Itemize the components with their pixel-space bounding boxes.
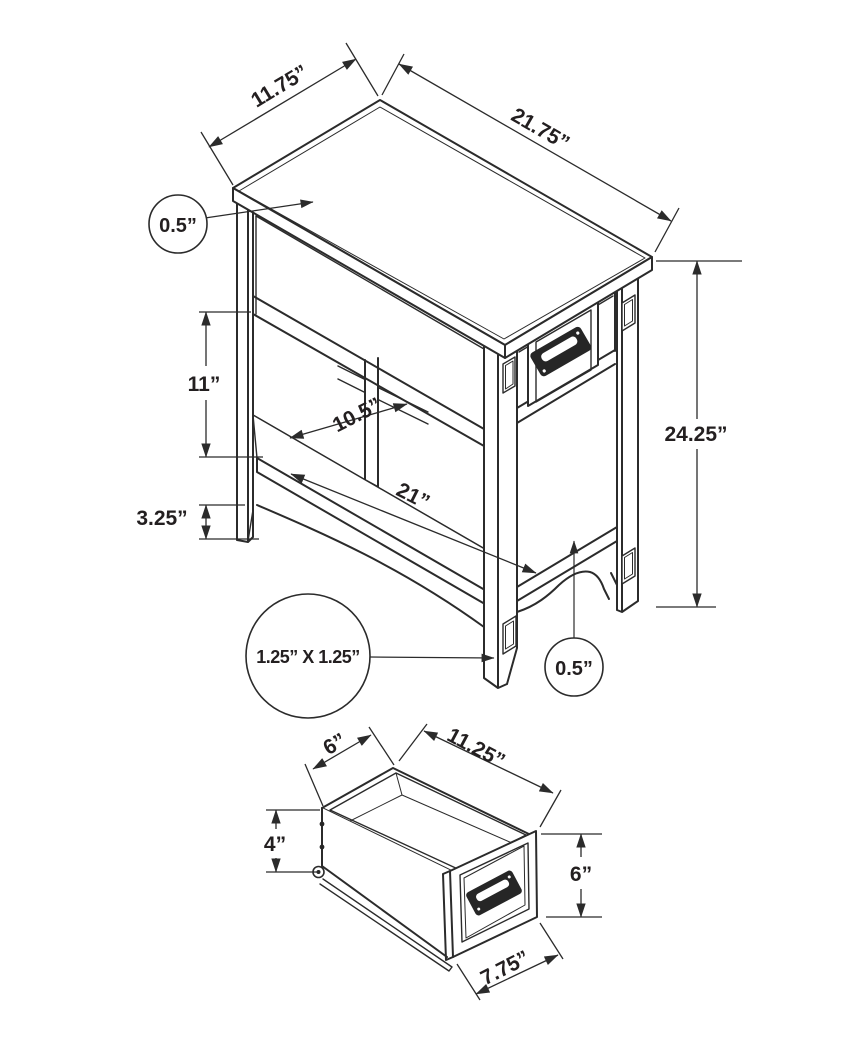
tabletop-edge-right	[504, 256, 653, 359]
dim-overall-height: 24.25”	[656, 260, 742, 608]
drawer-handle	[530, 326, 592, 377]
handle-screw-icon	[576, 331, 580, 335]
handle-screw-icon	[507, 875, 511, 879]
dim-drawer-front-height: 6”	[541, 833, 602, 918]
dim-drawer-side-height: 4”	[264, 809, 320, 873]
drawer-left-wall	[321, 807, 448, 958]
dim-overall-height-label: 24.25”	[664, 423, 727, 446]
dim-rail-to-shelf: 11”	[188, 311, 263, 458]
drawer-left-wall-fill	[322, 808, 462, 960]
drawer-panel-frame	[459, 842, 530, 943]
callout-leg-section: 1.25” X 1.25”	[245, 593, 495, 719]
dim-drawer-inside-depth-label: 6”	[319, 729, 350, 760]
right-leg	[610, 277, 639, 613]
handle-screw-icon	[542, 369, 546, 373]
drawer-slide-rail	[319, 878, 453, 972]
skirt-arch-right	[516, 570, 610, 613]
rivet-icon	[319, 821, 325, 827]
handle-slot	[476, 879, 510, 902]
left-leg	[236, 202, 254, 543]
left-leg-foot-taper	[247, 509, 254, 542]
rail-left-face	[252, 295, 485, 447]
dim-drawer-inside-length-label: 11.25”	[443, 724, 508, 773]
callout-shelf-thickness-label: 0.5”	[555, 658, 593, 680]
dim-foot-height: 3.25”	[136, 504, 259, 540]
back-rail-left-segment	[337, 365, 365, 393]
front-leg-tenon-lower-inner	[505, 620, 514, 650]
dim-rail-to-shelf-label: 11”	[188, 373, 221, 396]
drawer-front-inner-frame	[535, 309, 592, 403]
callout-shelf-thickness: 0.5”	[544, 540, 604, 697]
callout-top-thickness-label: 0.5”	[159, 215, 197, 237]
left-leg-fill	[237, 203, 253, 540]
drawer-panel-recess	[463, 845, 526, 939]
right-leg-tenon-upper-inner	[624, 299, 633, 327]
apron-top-left	[255, 215, 485, 350]
rivet-icon	[319, 844, 325, 850]
callout-top-thickness: 0.5”	[148, 194, 314, 254]
drawer-drawing	[312, 767, 538, 972]
callout-leg-section-label: 1.25” X 1.25”	[256, 647, 360, 667]
drawer-front-panel-edge	[442, 870, 454, 961]
dim-foot-height-label: 3.25”	[136, 507, 187, 530]
dim-drawer-side-height-label: 4”	[264, 833, 286, 856]
dim-drawer-front-height-label: 6”	[570, 863, 592, 886]
dim-drawer-front-width-label: 7.75”	[477, 946, 533, 990]
front-leg-tenon-upper-inner	[505, 360, 514, 390]
handle-screw-icon	[477, 907, 481, 911]
dim-top-length-label: 21.75”	[507, 104, 573, 155]
right-leg-tenon-lower-inner	[624, 552, 633, 580]
dim-shelf-depth: 10.5”	[289, 393, 408, 439]
handle-slot	[541, 336, 578, 362]
shelf-band-right	[516, 526, 618, 602]
drawer-detail-handle	[466, 870, 522, 916]
